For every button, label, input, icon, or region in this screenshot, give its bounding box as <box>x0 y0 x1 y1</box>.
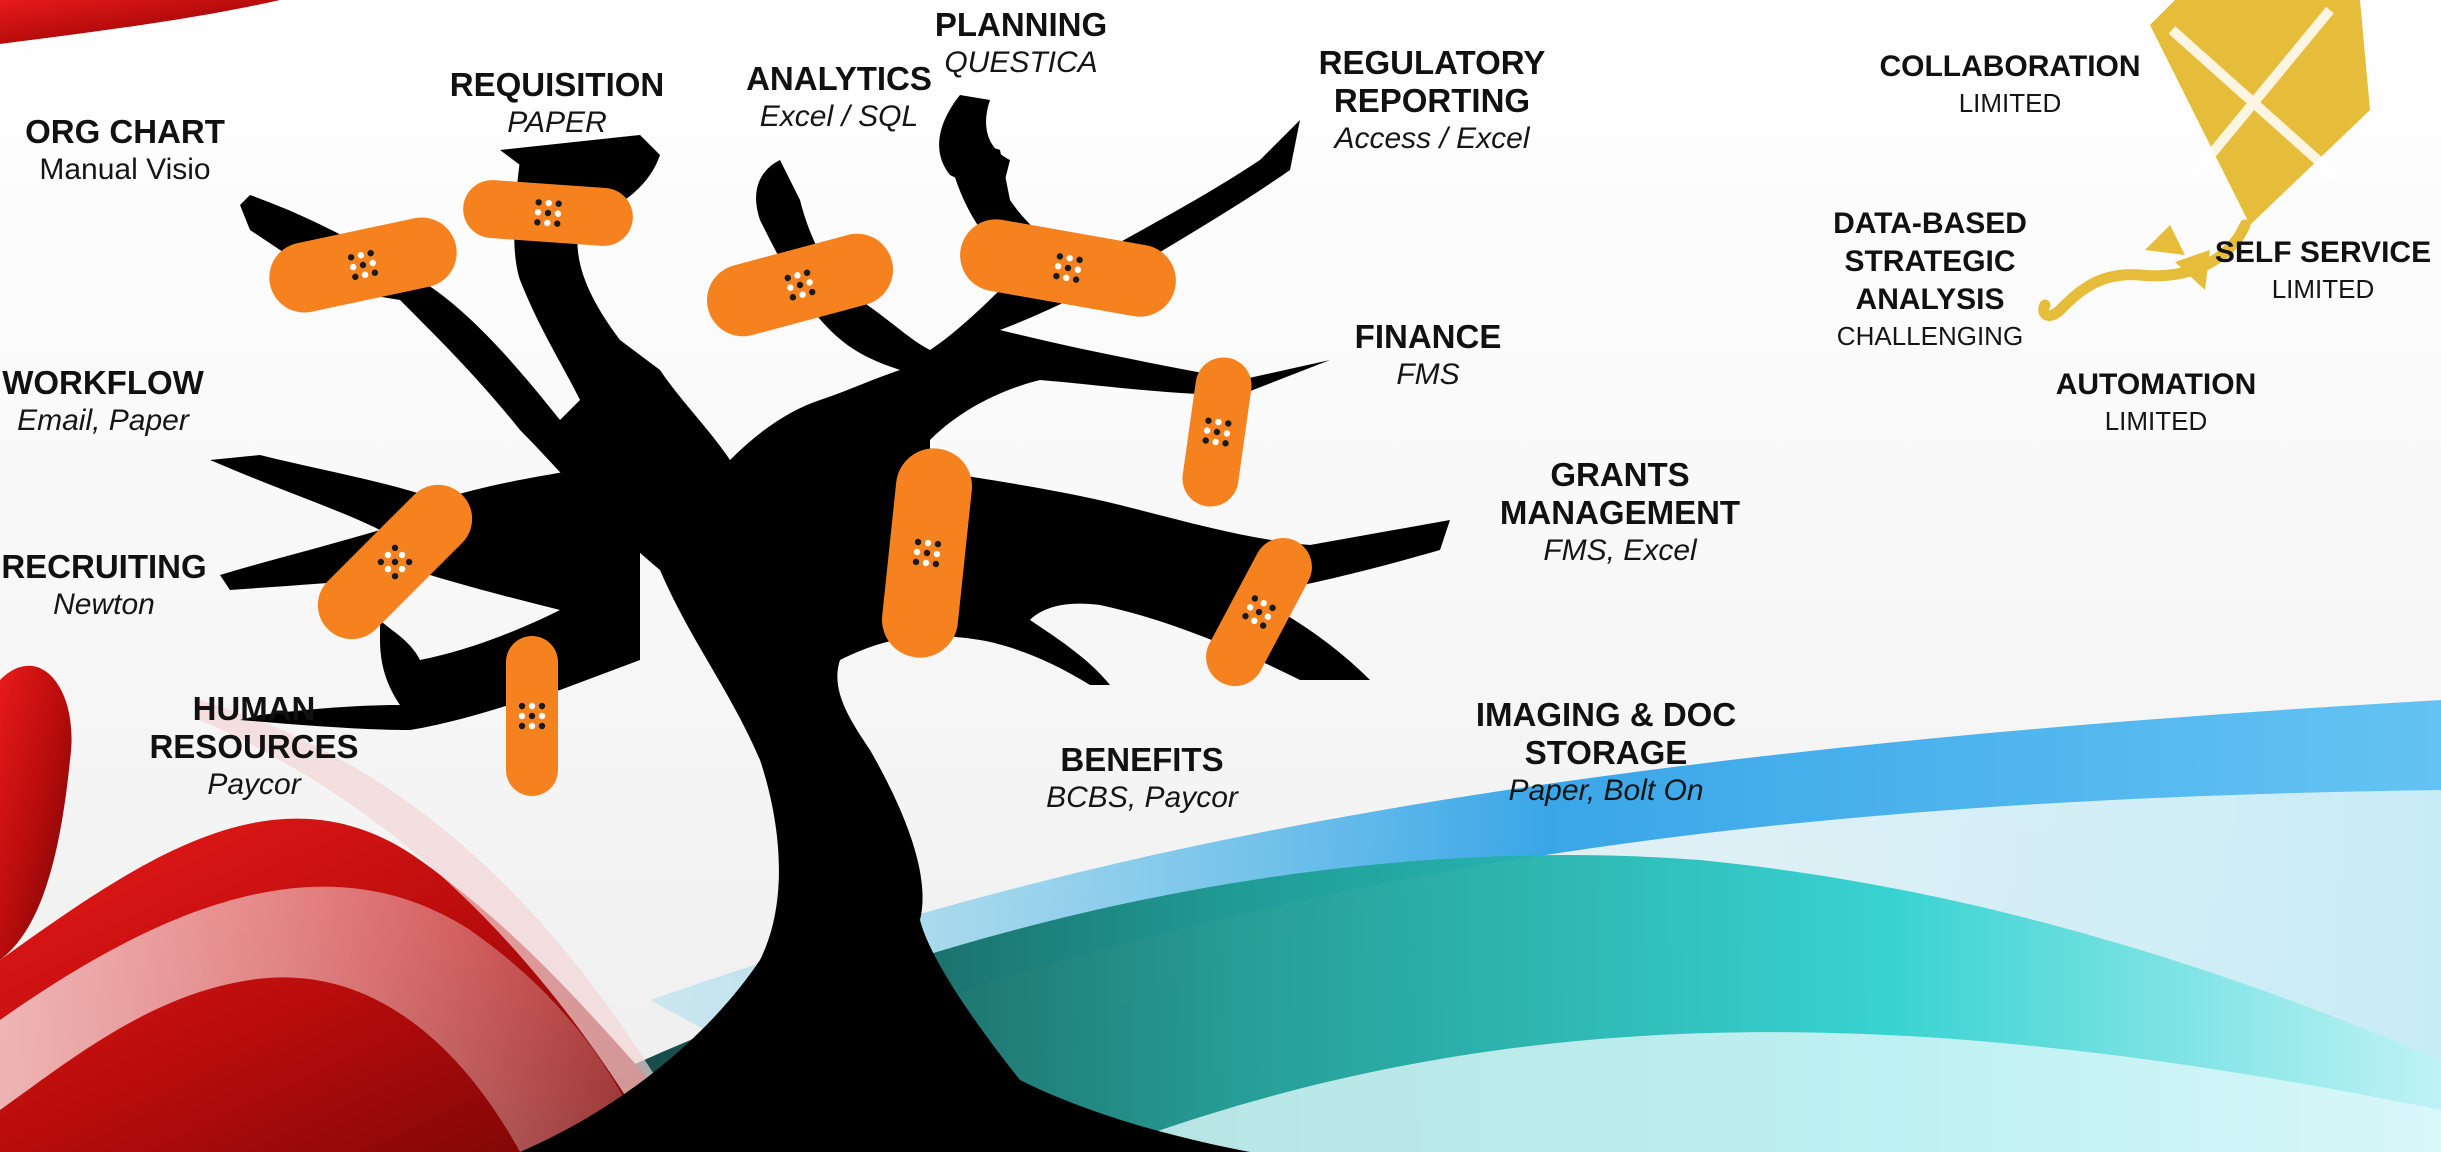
label-subtitle: Email, Paper <box>17 404 189 437</box>
label-org-chart: ORG CHART Manual Visio <box>25 113 225 188</box>
label-title: FINANCE <box>1354 318 1502 355</box>
label-finance: FINANCE FMS <box>1355 318 1502 393</box>
label-subtitle: Manual Visio <box>39 153 211 186</box>
label-subtitle: CHALLENGING <box>1836 321 2024 351</box>
label-automation: AUTOMATION LIMITED <box>2056 366 2257 438</box>
label-collaboration: COLLABORATION LIMITED <box>1879 48 2140 120</box>
label-subtitle: LIMITED <box>1958 88 2062 118</box>
label-title: RECRUITING <box>1 548 207 585</box>
label-title: HUMAN RESOURCES <box>149 690 359 765</box>
label-subtitle: LIMITED <box>2271 274 2375 304</box>
bandage <box>269 217 457 313</box>
label-title: DATA-BASED STRATEGIC ANALYSIS <box>1833 207 2027 316</box>
label-subtitle: LIMITED <box>2104 406 2208 436</box>
label-title: WORKFLOW <box>2 364 204 401</box>
bandage <box>707 233 893 337</box>
label-requisition: REQUISITION PAPER <box>450 66 665 141</box>
label-subtitle: Excel / SQL <box>759 100 919 133</box>
label-title: IMAGING & DOC STORAGE <box>1475 696 1737 771</box>
label-title: ANALYTICS <box>746 60 932 97</box>
label-title: REQUISITION <box>449 66 665 103</box>
label-title: PLANNING <box>934 6 1108 43</box>
bandage <box>506 636 558 796</box>
label-title: SELF SERVICE <box>2214 236 2432 269</box>
bandage <box>960 219 1176 317</box>
label-title: GRANTS MANAGEMENT <box>1499 456 1741 531</box>
label-title: AUTOMATION <box>2055 368 2257 401</box>
label-subtitle: Access / Excel <box>1334 122 1530 155</box>
label-data-based-strategic-analysis: DATA-BASED STRATEGIC ANALYSIS CHALLENGIN… <box>1780 205 2080 353</box>
bandage <box>881 448 973 658</box>
label-benefits: BENEFITS BCBS, Paycor <box>1046 741 1238 816</box>
label-title: COLLABORATION <box>1879 50 2141 83</box>
label-regulatory-reporting: REGULATORY REPORTING Access / Excel <box>1302 44 1562 157</box>
label-imaging-doc-storage: IMAGING & DOC STORAGE Paper, Bolt On <box>1466 696 1746 809</box>
label-subtitle: Newton <box>53 588 155 621</box>
label-recruiting: RECRUITING Newton <box>1 548 206 623</box>
bandage <box>1182 357 1252 507</box>
label-self-service: SELF SERVICE LIMITED <box>2215 234 2431 306</box>
label-title: REGULATORY REPORTING <box>1318 44 1546 119</box>
label-human-resources: HUMAN RESOURCES Paycor <box>144 690 364 803</box>
bandage <box>1206 537 1312 687</box>
label-subtitle: Paper, Bolt On <box>1508 774 1704 807</box>
bandage <box>463 180 633 246</box>
label-analytics: ANALYTICS Excel / SQL <box>746 60 932 135</box>
bandage <box>317 484 473 640</box>
label-title: BENEFITS <box>1060 741 1224 778</box>
label-subtitle: FMS, Excel <box>1543 534 1697 567</box>
label-title: ORG CHART <box>25 113 225 150</box>
label-subtitle: QUESTICA <box>944 46 1098 79</box>
label-planning: PLANNING QUESTICA <box>935 6 1107 81</box>
label-workflow: WORKFLOW Email, Paper <box>2 364 204 439</box>
kite-drawing <box>2038 0 2370 321</box>
label-subtitle: FMS <box>1396 358 1460 391</box>
label-subtitle: PAPER <box>507 106 607 139</box>
bandages <box>269 180 1312 796</box>
label-grants-management: GRANTS MANAGEMENT FMS, Excel <box>1490 456 1750 569</box>
label-subtitle: BCBS, Paycor <box>1046 781 1238 814</box>
label-subtitle: Paycor <box>207 768 301 801</box>
